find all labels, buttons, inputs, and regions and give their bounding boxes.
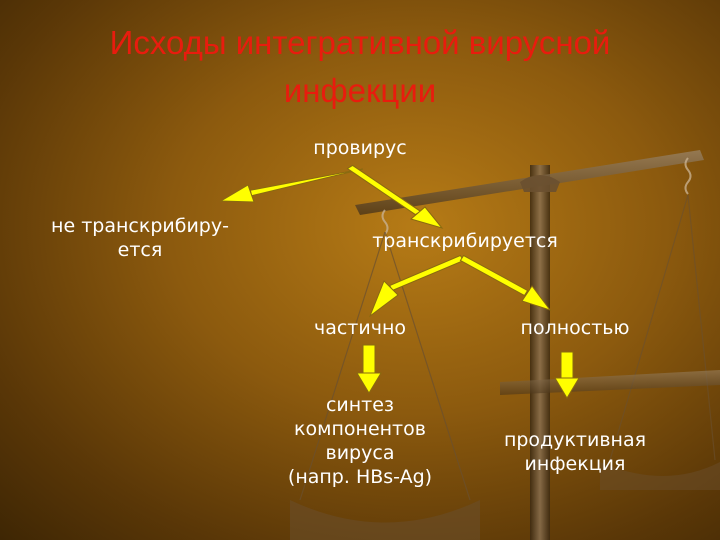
- node-productive-infection: продуктивная инфекция: [485, 428, 665, 476]
- node-productive-line2: инфекция: [524, 453, 626, 475]
- slide-title-line1: Исходы интегративной вирусной: [109, 24, 611, 61]
- arrow-provirus-to-transcribed-shaft: [346, 164, 422, 216]
- node-fully-label: полностью: [520, 317, 630, 339]
- scale-column: [530, 165, 550, 540]
- arrow-head-fully: [521, 285, 552, 311]
- arrow-head-synthesis: [356, 372, 382, 394]
- node-transcribed: транскрибируется: [340, 229, 590, 253]
- arrow-head-transcribed: [409, 206, 444, 229]
- node-not-transcribed: не транскрибиру- ется: [30, 214, 250, 262]
- arrow-transcribed-to-partially: [389, 254, 465, 292]
- scale-pivot: [520, 175, 560, 192]
- node-provirus: провирус: [290, 136, 430, 160]
- slide-title-line2: инфекции: [283, 72, 437, 109]
- node-synthesis: синтез компонентов вируса (напр. HBs-Ag): [260, 393, 460, 489]
- arrow-fully-to-productive-shaft: [560, 351, 574, 379]
- node-fully: полностью: [495, 316, 655, 340]
- node-synthesis-line3: вируса: [325, 442, 395, 464]
- node-partially: частично: [290, 316, 430, 340]
- arrow-head-not-transcribed: [219, 184, 255, 203]
- arrow-head-productive: [554, 377, 580, 399]
- scale-left-pan: [290, 500, 480, 540]
- node-not-transcribed-line1: не транскрибиру-: [51, 215, 229, 237]
- arrow-provirus-to-not-transcribed: [249, 168, 364, 197]
- scale-left-hook: [381, 209, 389, 235]
- node-provirus-label: провирус: [313, 137, 407, 159]
- node-partially-label: частично: [313, 317, 406, 339]
- node-synthesis-line1: синтез: [325, 394, 395, 416]
- scale-right-pan: [600, 462, 720, 490]
- scale-crossbar: [500, 370, 720, 395]
- node-synthesis-line4: (напр. HBs-Ag): [287, 466, 433, 488]
- node-transcribed-label: транскрибируется: [372, 230, 558, 252]
- scale-right-hook: [684, 157, 692, 195]
- node-synthesis-line2: компонентов: [294, 418, 426, 440]
- arrow-transcribed-to-fully: [459, 254, 529, 297]
- node-productive-line1: продуктивная: [503, 429, 647, 451]
- node-not-transcribed-line2: ется: [117, 239, 163, 261]
- arrow-partially-to-synthesis-shaft: [362, 344, 376, 374]
- arrow-head-partially: [368, 280, 399, 318]
